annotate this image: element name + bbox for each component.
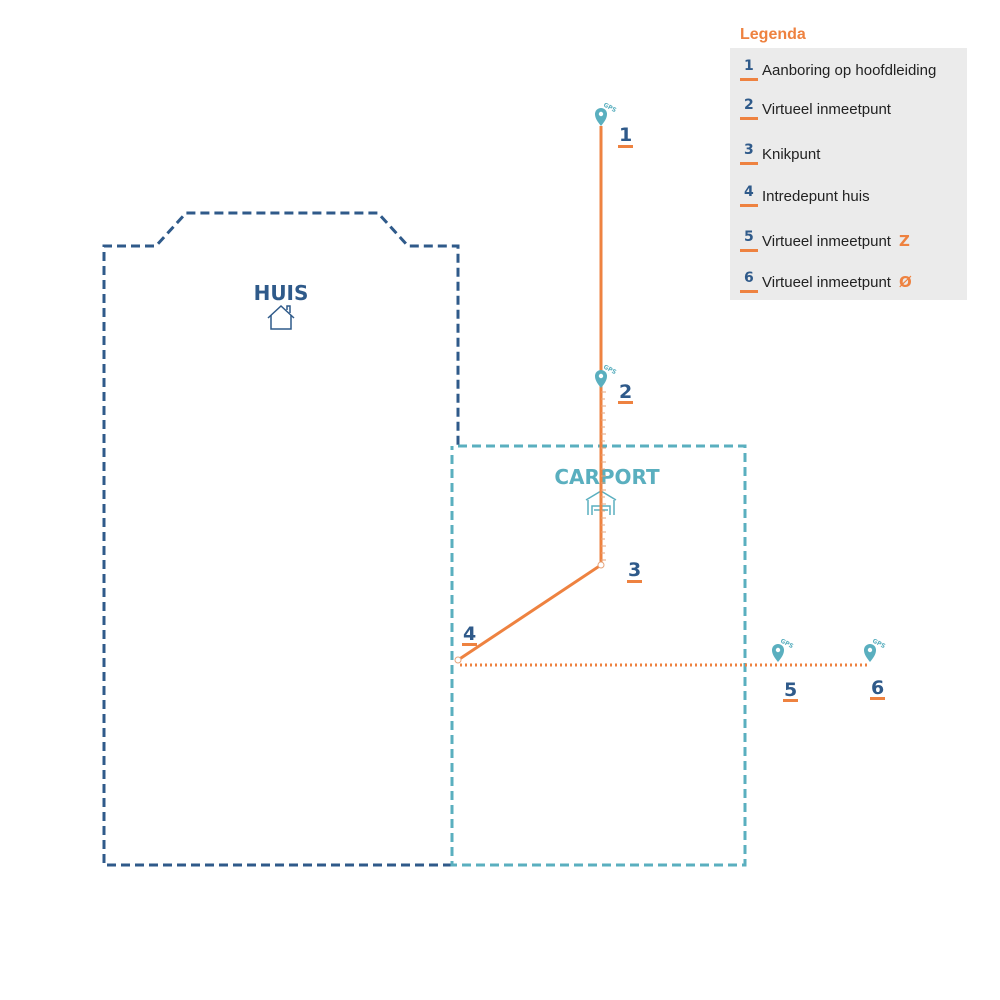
legend-number-badge: 5 [740, 229, 758, 252]
legend-panel [730, 48, 967, 300]
bend-point-marker [597, 561, 605, 569]
legend-number-badge: 6 [740, 270, 758, 293]
gps-pin-6: GPS [864, 638, 886, 662]
pin-icon [864, 644, 876, 662]
point-label-6: 6 [870, 677, 885, 700]
pin-icon [595, 370, 607, 388]
legend-item: 3 Knikpunt [740, 142, 828, 166]
carport-outline [450, 444, 747, 867]
house-icon [267, 304, 295, 330]
point-label-4: 4 [462, 623, 477, 646]
legend-item: 1 Aanboring op hoofdleiding [740, 58, 944, 82]
entry-point-marker [454, 656, 462, 664]
svg-text:1: 1 [619, 124, 632, 146]
svg-text:4: 4 [463, 623, 476, 645]
legend-number-badge: 3 [740, 142, 758, 165]
measure-ticks [601, 391, 606, 561]
legend-item-text: Virtueel inmeetpunt [762, 232, 891, 250]
point-label-2: 2 [618, 381, 633, 404]
pipe-route [457, 126, 603, 662]
svg-text:5: 5 [784, 679, 797, 701]
pin-icon [772, 644, 784, 662]
gps-pin-2: GPS [595, 364, 617, 388]
carport-label: CARPORT [554, 465, 660, 489]
legend-item-text: Knikpunt [762, 145, 821, 163]
legend-item-text: Virtueel inmeetpunt [762, 273, 891, 291]
legend-item-symbol: Z [898, 232, 910, 250]
svg-text:2: 2 [619, 381, 632, 403]
legend-item-text: Virtueel inmeetpunt [762, 100, 891, 118]
pin-icon [595, 108, 607, 126]
legend-item: 5 Virtueel inmeetpunt Z [740, 229, 910, 253]
legend-item-text: Intredepunt huis [762, 187, 870, 205]
point-label-1: 1 [618, 124, 633, 148]
svg-text:3: 3 [628, 559, 641, 581]
legend-item: 2 Virtueel inmeetpunt [740, 97, 899, 121]
legend-item-symbol: Ø [898, 273, 912, 291]
house-outline [102, 211, 460, 867]
legend-number-badge: 4 [740, 184, 758, 207]
house-label: HUIS [254, 281, 309, 305]
point-label-5: 5 [783, 679, 798, 702]
svg-text:6: 6 [871, 677, 884, 699]
legend-number-badge: 1 [740, 58, 758, 81]
gps-pin-5: GPS [772, 638, 794, 662]
point-label-3: 3 [627, 559, 642, 583]
legend-item: 4 Intredepunt huis [740, 184, 878, 208]
legend-item-text: Aanboring op hoofdleiding [762, 61, 937, 79]
gps-pin-1: GPS [595, 102, 617, 126]
legend-item: 6 Virtueel inmeetpunt Ø [740, 270, 912, 294]
legend-number-badge: 2 [740, 97, 758, 120]
legend-title: Legenda [740, 26, 806, 43]
